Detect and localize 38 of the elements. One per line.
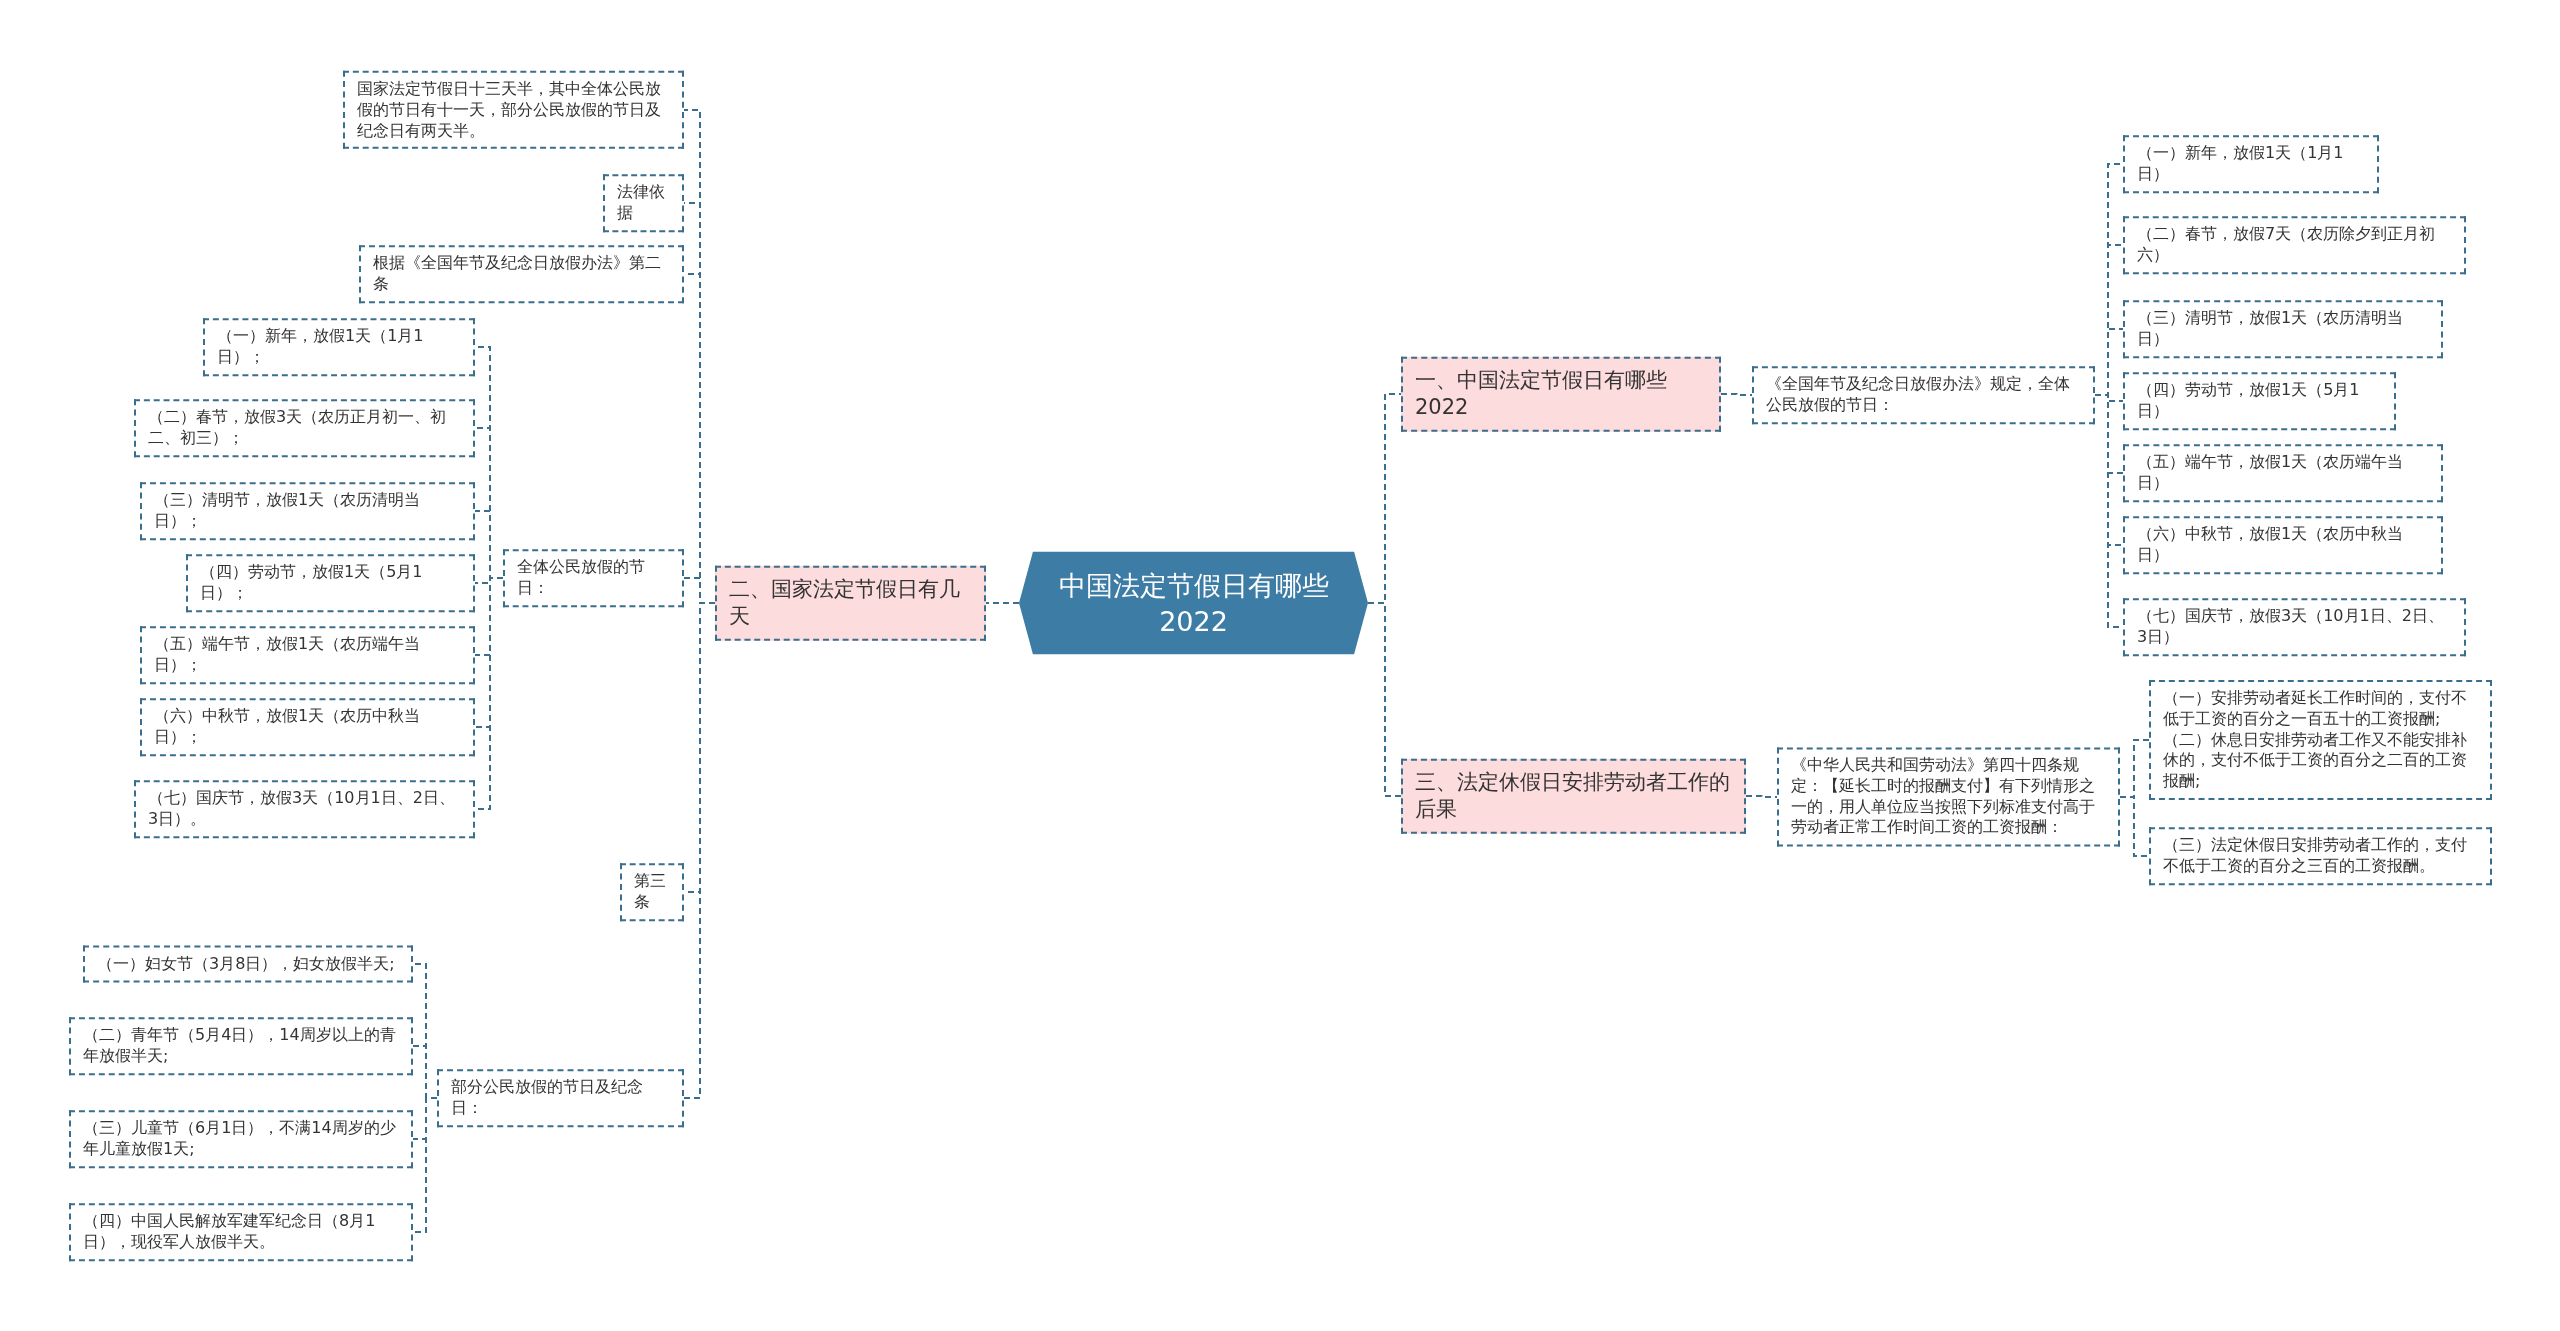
text-box: （一）安排劳动者延长工作时间的，支付不低于工资的百分之一百五十的工资报酬;（二）休息日安排劳动者工作又不能安排补休的，支付不低于工资的百分之二百的工资报酬;	[2149, 680, 2492, 800]
text-box: （五）端午节，放假1天（农历端午当日）	[2123, 444, 2443, 502]
text-box: 根据《全国年节及纪念日放假办法》第二条	[359, 245, 684, 303]
branch-topic-box: 二、国家法定节假日有几天	[715, 565, 986, 641]
text-box: （二）春节，放假7天（农历除夕到正月初六）	[2123, 216, 2466, 274]
text-box: （五）端午节，放假1天（农历端午当日）；	[140, 626, 475, 684]
text-box: 全体公民放假的节日：	[503, 549, 684, 607]
text-box: （四）劳动节，放假1天（5月1日）	[2123, 372, 2396, 430]
connector-line	[1367, 602, 1402, 797]
text-box: 部分公民放假的节日及纪念日：	[437, 1069, 684, 1127]
text-box: （一）妇女节（3月8日），妇女放假半天;	[83, 945, 413, 983]
text-box: 第三条	[620, 863, 684, 921]
text-box: （一）新年，放假1天（1月1日）	[2123, 135, 2379, 193]
text-box: 《中华人民共和国劳动法》第四十四条规定：【延长工时的报酬支付】有下列情形之一的，用人单位应当按照下列标准支付高于劳动者正常工作时间工资的工资报酬：	[1777, 747, 2120, 847]
text-box: （七）国庆节，放假3天（10月1日、2日、3日）	[2123, 598, 2466, 656]
connector-line	[985, 602, 1020, 604]
connector-line	[2119, 796, 2150, 857]
branch-topic-box: 三、法定休假日安排劳动者工作的后果	[1401, 758, 1746, 834]
text-box: （三）儿童节（6月1日），不满14周岁的少年儿童放假1天;	[69, 1110, 413, 1168]
text-box: （六）中秋节，放假1天（农历中秋当日）；	[140, 698, 475, 756]
text-box: 国家法定节假日十三天半，其中全体公民放假的节日有十一天，部分公民放假的节日及纪念日有两天半。	[343, 70, 684, 150]
connector-line	[1745, 795, 1778, 798]
text-box: （三）清明节，放假1天（农历清明当日）	[2123, 300, 2443, 358]
text-box: （二）春节，放假3天（农历正月初一、初二、初三）；	[134, 399, 475, 457]
text-box: （四）劳动节，放假1天（5月1日）；	[186, 554, 475, 612]
text-box: （七）国庆节，放假3天（10月1日、2日、3日）。	[134, 780, 475, 838]
connector-line	[1720, 393, 1753, 396]
text-box: （三）清明节，放假1天（农历清明当日）；	[140, 482, 475, 540]
text-box: （一）新年，放假1天（1月1日）；	[203, 318, 475, 376]
text-box: 《全国年节及纪念日放假办法》规定，全体公民放假的节日：	[1752, 366, 2095, 424]
text-box: （四）中国人民解放军建军纪念日（8月1日），现役军人放假半天。	[69, 1203, 413, 1261]
text-box: （三）法定休假日安排劳动者工作的，支付不低于工资的百分之三百的工资报酬。	[2149, 827, 2492, 885]
text-box: （二）青年节（5月4日），14周岁以上的青年放假半天;	[69, 1017, 413, 1075]
text-box: 法律依据	[603, 174, 684, 232]
central-topic-hexagon: 中国法定节假日有哪些2022	[1019, 551, 1368, 655]
text-box: （六）中秋节，放假1天（农历中秋当日）	[2123, 516, 2443, 574]
connector-line	[412, 1097, 438, 1233]
branch-topic-box: 一、中国法定节假日有哪些2022	[1401, 356, 1721, 432]
